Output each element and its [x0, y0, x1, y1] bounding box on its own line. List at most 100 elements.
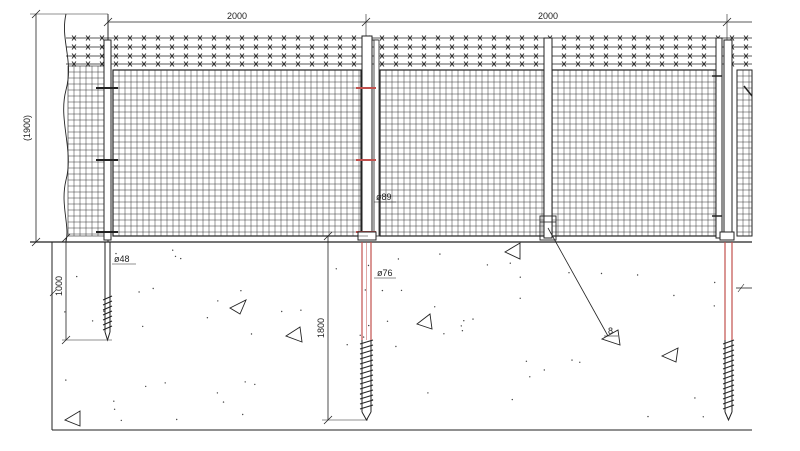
post-main: [356, 35, 380, 241]
barb: [603, 44, 609, 50]
barb: [603, 35, 609, 41]
barb: [239, 35, 245, 41]
barb: [463, 35, 469, 41]
barb: [197, 44, 203, 50]
barb: [645, 35, 651, 41]
ground-screw-left: [102, 242, 113, 342]
barb: [435, 53, 441, 59]
aggregate-triangle: [229, 299, 247, 315]
barb: [505, 53, 511, 59]
barb: [407, 53, 413, 59]
screw-tip: [361, 411, 372, 422]
speck: [463, 320, 465, 322]
barb: [127, 61, 133, 67]
barb: [463, 61, 469, 67]
screw-tip: [104, 331, 111, 342]
barb: [141, 35, 147, 41]
barb: [323, 53, 329, 59]
barb: [281, 44, 287, 50]
barb: [99, 35, 105, 41]
barb: [169, 35, 175, 41]
barb: [71, 35, 77, 41]
barb: [701, 61, 707, 67]
barb: [393, 53, 399, 59]
barb: [645, 53, 651, 59]
barb: [589, 35, 595, 41]
barb: [169, 44, 175, 50]
barb: [169, 53, 175, 59]
barb: [337, 44, 343, 50]
barb: [743, 44, 749, 50]
speck: [120, 419, 123, 422]
speck: [529, 376, 531, 378]
screw-tip: [724, 411, 733, 422]
barb: [253, 44, 259, 50]
screw-thread: [359, 354, 374, 360]
speck: [386, 320, 389, 322]
barb: [631, 35, 637, 41]
barb: [533, 53, 539, 59]
speck: [335, 268, 337, 270]
aggregate-triangle: [600, 329, 621, 346]
barb: [477, 35, 483, 41]
barb: [519, 61, 525, 67]
barb: [183, 35, 189, 41]
barb: [169, 61, 175, 67]
screw-thread: [102, 315, 113, 321]
speck: [64, 311, 66, 313]
barb: [617, 44, 623, 50]
barb: [141, 53, 147, 59]
post-right: [712, 37, 753, 241]
barb: [673, 61, 679, 67]
speck: [76, 275, 78, 278]
barb: [155, 53, 161, 59]
screw-helix: [722, 339, 735, 422]
speck: [145, 385, 147, 388]
barb: [197, 61, 203, 67]
barb: [281, 35, 287, 41]
barb: [155, 35, 161, 41]
speck: [694, 397, 696, 399]
barb: [435, 61, 441, 67]
barb: [127, 53, 133, 59]
barb: [421, 44, 427, 50]
barb: [449, 35, 455, 41]
barb: [113, 53, 119, 59]
barb: [141, 61, 147, 67]
post-left: [96, 39, 118, 241]
barb: [589, 61, 595, 67]
width-dimensions: 2000 2000: [103, 11, 752, 40]
barb: [393, 44, 399, 50]
barb: [309, 35, 315, 41]
barb: [295, 61, 301, 67]
barb: [211, 61, 217, 67]
callout-detail-8: 8: [547, 227, 618, 337]
barb: [561, 44, 567, 50]
barb: [141, 44, 147, 50]
speck: [673, 294, 675, 297]
barb: [603, 61, 609, 67]
speck: [714, 281, 716, 284]
barb: [435, 35, 441, 41]
screw-thread: [359, 364, 374, 370]
panel-width-left: 2000: [227, 11, 247, 21]
speck: [461, 330, 464, 332]
ground-screw-right: [722, 242, 735, 422]
barb: [575, 35, 581, 41]
speck: [460, 325, 462, 327]
barb: [113, 35, 119, 41]
speck: [164, 382, 166, 384]
mesh-grid: [113, 70, 361, 236]
speck: [509, 262, 511, 264]
speck: [427, 392, 429, 394]
barb: [631, 53, 637, 59]
concrete-speckles: [64, 249, 716, 422]
speck: [367, 264, 370, 267]
speck: [281, 310, 283, 313]
barb: [71, 44, 77, 50]
screw-thread: [359, 349, 374, 355]
pile-diameter-label: ø76: [377, 268, 393, 278]
screw-thread: [359, 359, 374, 365]
barb: [351, 35, 357, 41]
speck: [240, 290, 242, 292]
